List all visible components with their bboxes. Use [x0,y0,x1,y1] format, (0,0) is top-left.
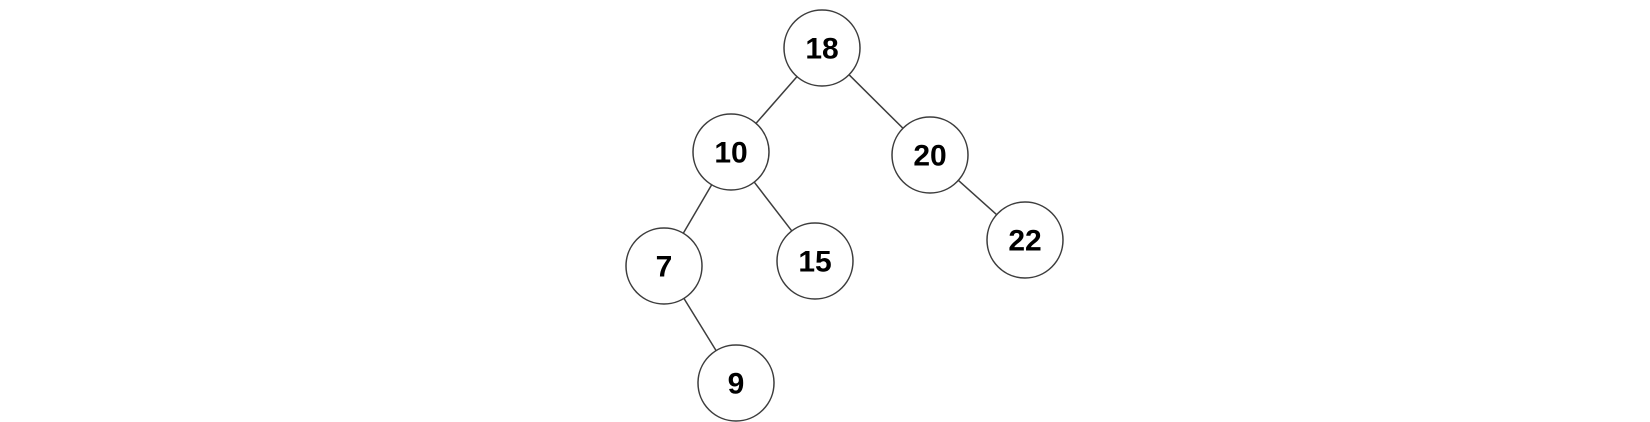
tree-node-18: 18 [783,9,861,87]
node-circle [625,227,703,305]
tree-edge-20-22 [957,179,998,216]
node-circle [783,9,861,87]
tree-node-20: 20 [891,116,969,194]
node-circle [776,222,854,300]
tree-edge-7-9 [683,298,717,351]
node-label: 15 [798,246,831,279]
node-label: 20 [913,140,946,173]
tree-edge-18-20 [848,74,904,129]
tree-node-9: 9 [697,344,775,422]
node-circle [986,201,1064,279]
tree-node-7: 7 [625,227,703,305]
tree-edge-10-15 [753,181,793,232]
tree-edge-10-7 [682,184,713,234]
node-circle [697,344,775,422]
tree-node-15: 15 [776,222,854,300]
tree-edge-18-10 [755,76,798,124]
node-label: 10 [714,137,747,170]
tree-node-10: 10 [692,113,770,191]
node-label: 7 [656,251,673,284]
node-label: 22 [1008,225,1041,258]
node-circle [692,113,770,191]
tree-node-22: 22 [986,201,1064,279]
node-circle [891,116,969,194]
node-label: 9 [728,368,745,401]
node-label: 18 [805,33,838,66]
